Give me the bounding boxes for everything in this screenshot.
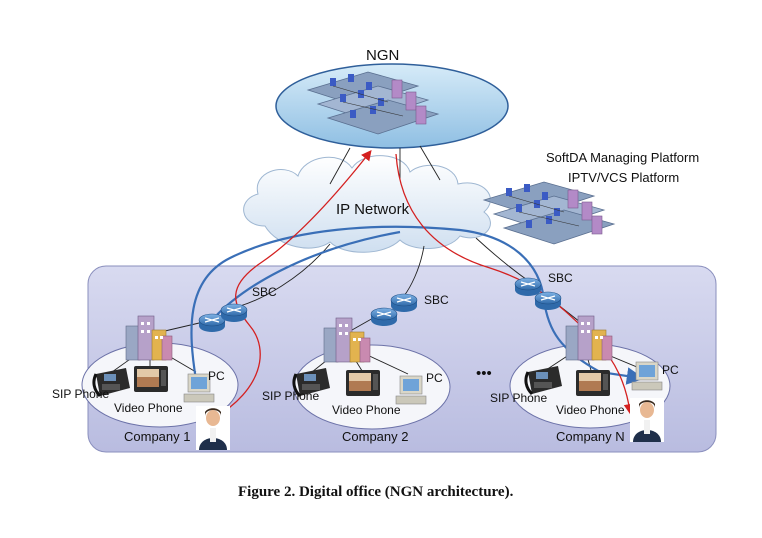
- ellipsis-separator: •••: [476, 365, 492, 382]
- platform-server-cluster-icon: [483, 181, 615, 245]
- company-1-video-phone-icon: [134, 366, 168, 392]
- company-1-sbc-label: SBC: [252, 285, 277, 299]
- company-n-pc-icon: [631, 361, 663, 391]
- company-2-video-phone-icon: [346, 370, 380, 396]
- company-1-sip-phone-label: SIP Phone: [52, 387, 109, 401]
- company-2-video-phone-label: Video Phone: [332, 403, 401, 417]
- company-n-person-icon: [630, 398, 664, 442]
- company-2-pc-label: PC: [426, 371, 443, 385]
- platform-label-line1: SoftDA Managing Platform: [546, 150, 699, 165]
- company-2-sip-phone-label: SIP Phone: [262, 389, 319, 403]
- sbc-router-icon-2a: [370, 307, 398, 327]
- ngn-label: NGN: [366, 47, 399, 64]
- company-1-video-phone-label: Video Phone: [114, 401, 183, 415]
- company-2-name: Company 2: [342, 429, 408, 444]
- company-2-pc-icon: [395, 375, 427, 405]
- company-n-sip-phone-label: SIP Phone: [490, 391, 547, 405]
- company-n-name: Company N: [556, 429, 625, 444]
- sbc-router-icon-na: [514, 277, 542, 297]
- company-1-person-icon: [196, 406, 230, 450]
- sbc-router-icon-nb: [534, 291, 562, 311]
- company-n-video-phone-label: Video Phone: [556, 403, 625, 417]
- company-n-sbc-label: SBC: [548, 271, 573, 285]
- sbc-router-icon-2b: [390, 293, 418, 313]
- company-1-name: Company 1: [124, 429, 190, 444]
- company-2-sbc-label: SBC: [424, 293, 449, 307]
- company-n-pc-label: PC: [662, 363, 679, 377]
- platform-label-line2: IPTV/VCS Platform: [568, 170, 679, 185]
- company-n-video-phone-icon: [576, 370, 610, 396]
- sbc-router-icon-1b: [220, 303, 248, 323]
- ip-network-label: IP Network: [336, 201, 410, 218]
- figure-caption: Figure 2. Digital office (NGN architectu…: [238, 484, 514, 500]
- company-1-pc-label: PC: [208, 369, 225, 383]
